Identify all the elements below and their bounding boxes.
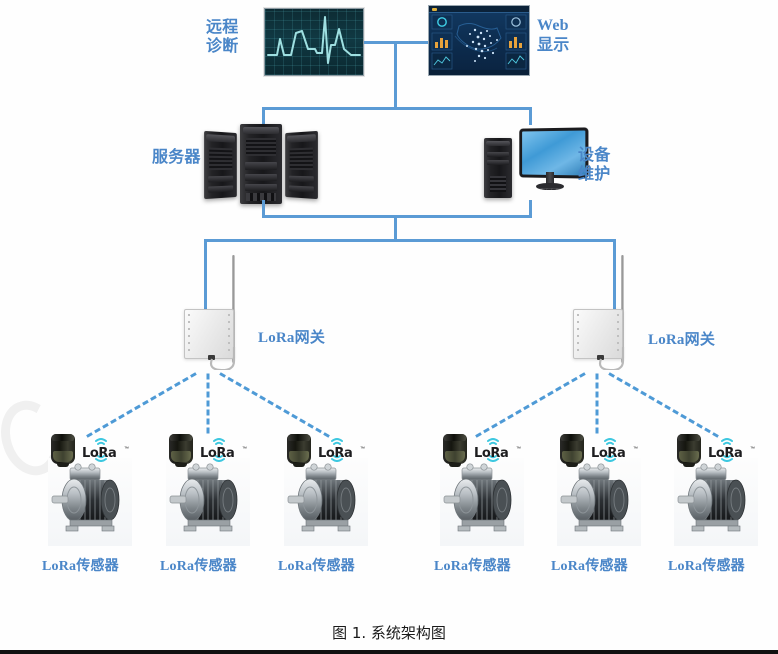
- lora-logo-icon: LoRa ™: [474, 436, 522, 462]
- connector-gateway-left-drop: [204, 239, 207, 309]
- lora-logo-text: LoRa: [318, 446, 353, 461]
- sensor-node-label: LoRa传感器: [551, 559, 628, 576]
- sensor-node: LoRa ™ LoRa传感器: [668, 432, 758, 582]
- radio-link-r1: [475, 372, 586, 438]
- gateway-connector-port: [208, 355, 215, 360]
- connector-bus-to-gateways: [394, 215, 397, 241]
- connector-gateway-right-drop: [613, 239, 616, 309]
- server-label-text: 服务器: [152, 147, 201, 166]
- lora-logo-text: LoRa: [474, 446, 509, 461]
- sensor-node-label-text: LoRa传感器: [668, 559, 745, 574]
- radio-link-l1: [86, 372, 197, 438]
- connector-bus-upper-left-drop: [262, 107, 265, 125]
- server-rack-cluster-icon: [202, 122, 320, 204]
- lora-logo-icon: LoRa ™: [318, 436, 366, 462]
- lora-logo-text: LoRa: [200, 446, 235, 461]
- sensor-node-label: LoRa传感器: [160, 559, 237, 576]
- sensor-node: LoRa ™ LoRa传感器: [551, 432, 641, 582]
- radio-link-r2: [595, 373, 599, 434]
- connector-bus-upper: [262, 107, 532, 110]
- sensor-node-label-text: LoRa传感器: [42, 559, 119, 574]
- connector-bus-upper-right-drop: [529, 107, 532, 125]
- lora-gateway-left-label-text: LoRa网关: [258, 330, 326, 346]
- remote-diagnosis-label: 远程 诊断: [206, 17, 239, 56]
- vibration-sensor-icon: [560, 434, 584, 467]
- lora-logo-text: LoRa: [708, 446, 743, 461]
- web-display-label-line1: Web: [537, 17, 569, 34]
- vibration-sensor-icon: [677, 434, 701, 467]
- ecg-waveform-monitor-icon: [264, 8, 364, 76]
- desktop-computer-icon: [484, 122, 589, 206]
- lora-logo-trademark: ™: [360, 446, 365, 452]
- vibration-sensor-icon: [51, 434, 75, 467]
- connector-bus-lower: [262, 215, 532, 218]
- sensor-node: LoRa ™ LoRa传感器: [160, 432, 250, 582]
- vibration-sensor-icon: [287, 434, 311, 467]
- vibration-sensor-icon: [443, 434, 467, 467]
- sensor-node-label: LoRa传感器: [668, 559, 745, 576]
- web-dashboard-screen-icon: [428, 5, 530, 76]
- lora-logo-trademark: ™: [633, 446, 638, 452]
- lora-logo-text: LoRa: [82, 446, 117, 461]
- lora-logo-trademark: ™: [124, 446, 129, 452]
- vibration-sensor-icon: [169, 434, 193, 467]
- radio-link-l3: [219, 372, 330, 438]
- lora-logo-trademark: ™: [242, 446, 247, 452]
- lora-logo-text: LoRa: [591, 446, 626, 461]
- sensor-node-label-text: LoRa传感器: [278, 559, 355, 574]
- device-maintenance-label-line2: 维护: [578, 163, 611, 183]
- device-maintenance-label-line1: 设备: [578, 145, 611, 164]
- device-maintenance-label: 设备 维护: [578, 145, 611, 184]
- sensor-node: LoRa ™ LoRa传感器: [278, 432, 368, 582]
- lora-logo-icon: LoRa ™: [708, 436, 756, 462]
- sensor-node: LoRa ™ LoRa传感器: [42, 432, 132, 582]
- remote-diagnosis-label-line1: 远程: [206, 17, 239, 36]
- lora-logo-icon: LoRa ™: [591, 436, 639, 462]
- sensor-node-label-text: LoRa传感器: [160, 559, 237, 574]
- sensor-node-label: LoRa传感器: [434, 559, 511, 576]
- server-label: 服务器: [152, 147, 201, 167]
- gateway-connector-port: [597, 355, 604, 360]
- lora-logo-trademark: ™: [516, 446, 521, 452]
- lora-logo-icon: LoRa ™: [82, 436, 130, 462]
- connector-gateway-bus: [204, 239, 616, 242]
- lora-logo-trademark: ™: [750, 446, 755, 452]
- sensor-node: LoRa ™ LoRa传感器: [434, 432, 524, 582]
- radio-link-r3: [608, 372, 719, 438]
- lora-gateway-left: [184, 255, 254, 370]
- radio-link-l2: [206, 373, 210, 434]
- remote-diagnosis-label-line2: 诊断: [206, 35, 239, 55]
- lora-gateway-right-label-text: LoRa网关: [648, 332, 716, 348]
- lora-gateway-box-icon: [573, 309, 623, 359]
- sensor-node-label: LoRa传感器: [278, 559, 355, 576]
- web-display-label-line2: 显示: [537, 34, 570, 54]
- page-bottom-rule: [0, 650, 778, 654]
- lora-logo-icon: LoRa ™: [200, 436, 248, 462]
- lora-gateway-right-label: LoRa网关: [648, 332, 715, 350]
- keyboard-icon: [518, 188, 580, 200]
- lora-gateway-right: [573, 255, 643, 370]
- connector-maintenance-down: [529, 200, 532, 216]
- sensor-node-label-text: LoRa传感器: [551, 559, 628, 574]
- connector-server-down: [262, 200, 265, 216]
- sensor-node-label-text: LoRa传感器: [434, 559, 511, 574]
- figure-caption: 图 1. 系统架构图: [332, 624, 446, 642]
- dashboard-titlebar: [429, 6, 529, 13]
- lora-gateway-left-label: LoRa网关: [258, 330, 325, 348]
- connector-cloud-down: [394, 41, 397, 109]
- web-display-label: Web 显示: [537, 17, 569, 55]
- sensor-node-label: LoRa传感器: [42, 559, 119, 576]
